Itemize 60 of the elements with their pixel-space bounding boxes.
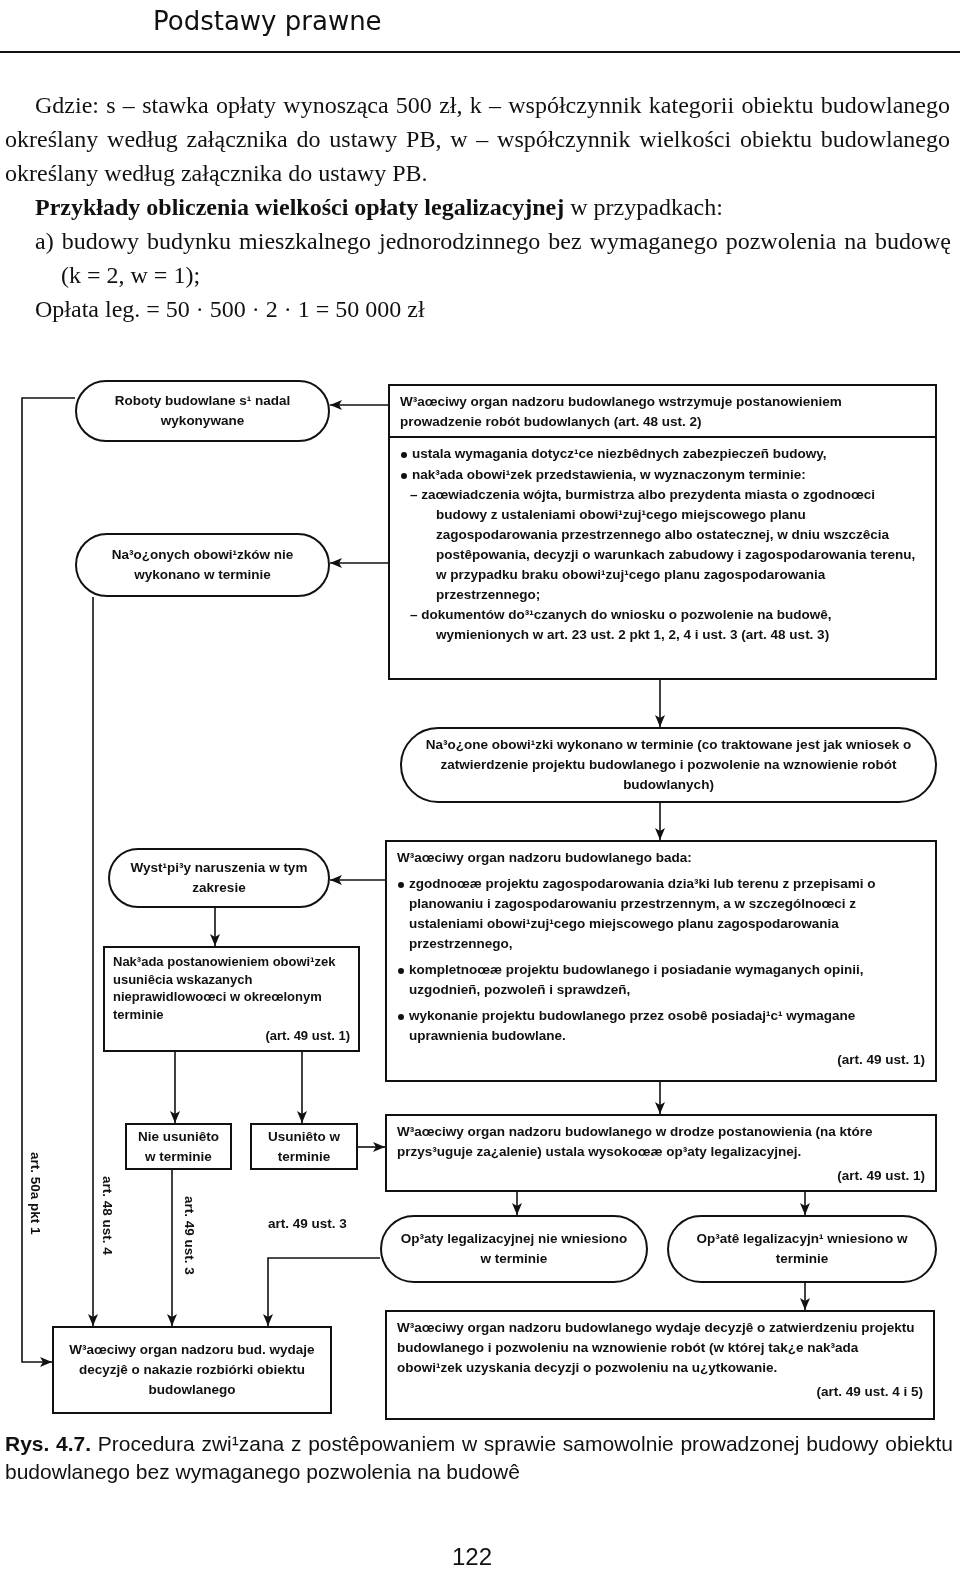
arrow [263,1257,381,1327]
node-text: W³aœciwy organ nadzoru budowlanego wydaje decyzjê o zatwierdzeniu projektu budowlanego i pozwoleniu na wznowienie robót (w której tak¿e nak³ada obowi¹zek uzyskania decyzji o pozwoleniu na u¿ytkowanie. [397,1319,916,1377]
arrow [170,1051,180,1124]
arrow [210,907,220,947]
paragraph: Przykłady obliczenia wielkości opłaty legalizacyjnej w przypadkach: [35,193,724,222]
arrow [512,1191,522,1216]
bullet-item: kompletnoœæ projektu budowlanego i posiadanie wymaganych opinii, uzgodnieñ, pozwoleñ i sprawdzeñ, [397,960,925,1000]
process-box [385,1310,935,1420]
paragraph: Gdzie: s – stawka opłaty wynosząca 500 zł, k – współczynnik kategorii obiektu budowlanego określany według załącznika do ustawy PB, w – współczynnik wielkości obiektu budowlanego określany według załącznika do ustawy PB. [5,91,950,188]
bullet-item: nak³ada obowi¹zek przedstawienia, w wyznaczonym terminie: [400,465,925,485]
arrow [167,1169,177,1327]
node-text: Nak³ada postanowieniem obowi¹zek usuniêcia wskazanych nieprawidlowoœci w okreœlonym terminie [113,953,337,1023]
article-reference: (art. 49 ust. 1) [264,1027,350,1045]
node-text: Roboty budowlane s¹ nadal wykonywane [113,392,292,430]
bullet-item: wykonanie projektu budowlanego przez osobê posiadaj¹c¹ wymagane uprawnienia budowlane. [397,1006,925,1046]
arrow [655,1081,665,1115]
bullet-item: ustala wymagania dotycz¹ce niezbêdnych zabezpieczeñ budowy, [400,444,925,464]
dash-item: – dokumentów do³¹czanych do wniosku o pozwolenie na budowê, wymienionych w art. 23 ust. 2 pkt 1, 2, 4 i ust. 3 (art. 48 ust. 3) [409,606,833,644]
node-text: Op³aty legalizacyjnej nie wniesiono w terminie [400,1230,628,1268]
article-reference: (art. 49 ust. 1) [836,1167,925,1185]
arrow [329,875,386,885]
node-text: W³aœciwy organ nadzoru budowlanego w drodze postanowienia (na które przys³uguje za¿alenie) ustala wysokoœæ op³aty legalizacyjnej. [397,1123,874,1161]
arrow [88,596,98,1327]
node-text: Op³atê legalizacyjn¹ wniesiono w terminie [695,1230,909,1268]
node-text: W³aœciwy organ nadzoru budowlanego bada: [397,849,693,867]
figure-caption: Rys. 4.7. Procedura zwi¹zana z postêpowaniem w sprawie samowolnie prowadzonej budowy obiektu budowlanego bez wymaganego pozwolenia na budowê [5,1431,953,1485]
page-number: 122 [450,1543,493,1571]
arrow [357,1142,386,1152]
node-text: Nie usuniêto w terminie [137,1127,220,1166]
node-text: Usuniêto w terminie [267,1127,341,1166]
arrow [21,397,76,1367]
list-item: a) budowy budynku mieszkalnego jednorodzinnego bez wymaganego pozwolenia na budowę (k = 2, w = 1); [35,227,951,290]
article-reference: (art. 49 ust. 4 i 5) [815,1383,923,1401]
node-text: Na³o¿onych obowi¹zków nie wykonano w terminie [110,546,295,584]
page-header: Podstawy prawne [153,6,382,36]
process-box [103,946,360,1052]
process-box [125,1123,232,1170]
formula-text: Opłata leg. = 50 · 500 · 2 · 1 = 50 000 zł [35,295,425,324]
process-box [52,1326,332,1414]
process-box [385,840,937,1082]
node-text: Wyst¹pi³y naruszenia w tym zakresie [129,859,309,897]
process-box [385,1114,937,1192]
arrow [329,558,389,568]
dash-item: – zaœwiadczenia wójta, burmistrza albo prezydenta miasta o zgodnoœci budowy z ustaleniami obowi¹zuj¹cego miejscowego planu zagospodarowania przestrzennego albo ostatecznej, w dniu wszczêcia postêpowania, decyzji o warunkach zabudowy i zagospodarowania terenu, w przypadku braku obowi¹zuj¹cego planu zagospodarowania przestrzennego; [409,486,917,604]
arrow [329,400,389,410]
article-reference: (art. 49 ust. 1) [836,1051,925,1069]
process-box [250,1123,358,1170]
node-text: W³aœciwy organ nadzoru bud. wydaje decyzjê o nakazie rozbiórki obiektu budowlanego [68,1341,316,1399]
arrow [655,679,665,728]
arrow [655,802,665,841]
arrow [800,1282,810,1311]
arrow [297,1051,307,1124]
rounded-process-box [75,533,330,597]
node-text: Na³o¿one obowi¹zki wykonano w terminie (co traktowane jest jak wniosek o zatwierdzenie projektu budowlanego i pozwolenie na wznowienie robót budowlanych) [424,736,913,794]
arrow [800,1191,810,1216]
heading-text: W³aœciwy organ nadzoru budowlanego wstrzymuje postanowieniem prowadzenie robót budowlanych (art. 48 ust. 2) [390,392,935,438]
edge-label: art. 50a pkt 1 [27,1152,43,1235]
process-box [388,384,937,680]
rounded-process-box [108,848,330,908]
bullet-item: zgodnoœæ projektu zagospodarowania dzia³ki lub terenu z przepisami o planowaniu i zagospodarowaniu przestrzennym, a w szczególnoœci z ustaleniami obowi¹zuj¹cego miejscowego planu zagospodarowania przestrzennego, [397,874,925,954]
